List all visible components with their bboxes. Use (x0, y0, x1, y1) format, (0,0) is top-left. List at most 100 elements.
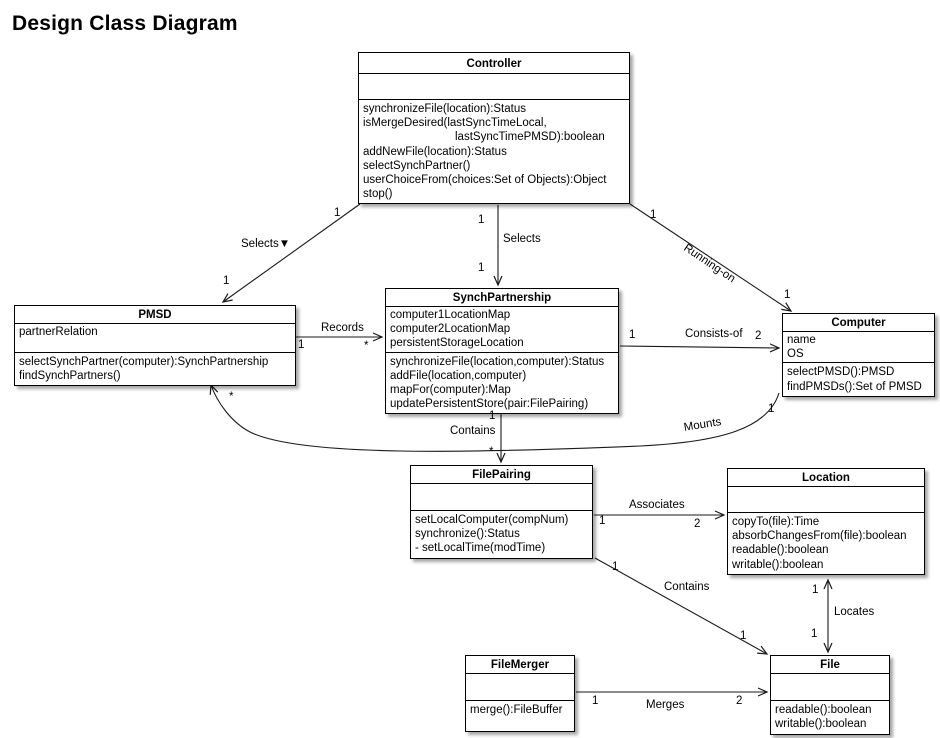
multiplicity: 1 (768, 403, 775, 415)
edge-computer-pmsd-mounts (209, 383, 780, 452)
class-methods: selectPMSD():PMSD findPMSDs():Set of PMS… (783, 363, 934, 395)
class-box-synchpartnership: SynchPartnership computer1LocationMap co… (385, 288, 619, 415)
method-line: stop() (363, 188, 393, 201)
method-line: readable():boolean (732, 544, 829, 557)
multiplicity: 2 (694, 518, 701, 530)
method-line: selectPMSD():PMSD (787, 366, 895, 379)
page-title: Design Class Diagram (12, 12, 238, 35)
class-methods: merge():FileBuffer (466, 701, 574, 719)
class-methods: copyTo(file):Time absorbChangesFrom(file… (728, 513, 924, 574)
multiplicity: * (489, 446, 494, 458)
edge-label-merges: Merges (646, 699, 685, 711)
multiplicity: 1 (740, 630, 747, 642)
class-name: File (771, 656, 889, 674)
multiplicity: 1 (612, 561, 619, 573)
attribute-line: persistentStorageLocation (390, 337, 524, 350)
method-line: writable():boolean (732, 558, 824, 571)
method-line: findSynchPartners() (19, 370, 121, 383)
class-attributes (411, 484, 592, 511)
multiplicity: * (229, 391, 234, 403)
class-box-computer: Computer name OS selectPMSD():PMSD findP… (782, 313, 935, 397)
method-line: addNewFile(location):Status (363, 145, 507, 158)
method-line: absorbChangesFrom(file):boolean (732, 530, 907, 543)
attribute-line: computer1LocationMap (390, 309, 511, 321)
method-line: addFile(location,computer) (390, 369, 527, 382)
method-line: - setLocalTime(modTime) (415, 542, 546, 555)
class-name: FilePairing (411, 466, 592, 484)
method-line: userChoiceFrom(choices:Set of Objects):O… (363, 174, 607, 187)
class-attributes (359, 74, 629, 100)
edge-label-selects: Selects (503, 233, 541, 245)
edge-label-consists-of: Consists-of (685, 328, 743, 340)
class-methods: selectSynchPartner(computer):SynchPartne… (15, 353, 295, 385)
method-line: selectSynchPartner() (363, 159, 471, 172)
multiplicity: 1 (650, 209, 657, 221)
class-box-filemerger: FileMerger merge():FileBuffer (465, 655, 575, 732)
class-name: Controller (359, 53, 629, 74)
edge-synchpartnership-computer (619, 343, 781, 353)
class-methods: synchronizeFile(location,computer):Statu… (386, 353, 618, 414)
method-line: copyTo(file):Time (732, 516, 820, 528)
attribute-line: name (787, 334, 816, 346)
method-line: synchronize():Status (415, 528, 520, 541)
method-line: synchronizeFile(location):Status (363, 103, 526, 115)
attribute-line: computer2LocationMap (390, 323, 511, 336)
class-methods: setLocalComputer(compNum) synchronize():… (411, 511, 592, 558)
attribute-line: partnerRelation (19, 326, 98, 338)
class-methods: readable():boolean writable():boolean (771, 701, 889, 733)
method-line: readable():boolean (775, 704, 872, 716)
edge-label-associates: Associates (629, 499, 685, 511)
method-line: findPMSDs():Set of PMSD (787, 380, 922, 393)
multiplicity: 1 (599, 515, 606, 527)
class-box-controller: Controller synchronizeFile(location):Sta… (358, 52, 630, 205)
class-name: PMSD (15, 306, 295, 324)
class-name: Location (728, 469, 924, 487)
edge-controller-pmsd (221, 203, 361, 303)
multiplicity: 1 (784, 289, 791, 301)
class-attributes (728, 487, 924, 513)
class-attributes: computer1LocationMap computer2LocationMa… (386, 307, 618, 353)
edge-label-locates: Locates (834, 606, 875, 618)
method-line: synchronizeFile(location,computer):Statu… (390, 355, 605, 368)
multiplicity: 1 (334, 207, 341, 219)
edge-label-contains-filepairing: Contains (450, 425, 496, 437)
method-line: isMergeDesired(lastSyncTimeLocal, (363, 117, 547, 130)
edge-filepairing-file (594, 557, 769, 655)
multiplicity: 1 (489, 410, 496, 422)
method-line: mapFor(computer):Map (390, 384, 511, 397)
class-box-pmsd: PMSD partnerRelation selectSynchPartner(… (14, 305, 296, 387)
class-attributes (771, 674, 889, 701)
class-name: Computer (783, 314, 934, 332)
class-name: SynchPartnership (386, 289, 618, 307)
method-line: selectSynchPartner(computer):SynchPartne… (19, 356, 269, 368)
edge-label-contains-file: Contains (664, 581, 710, 593)
method-line: setLocalComputer(compNum) (415, 514, 569, 526)
multiplicity: 2 (736, 695, 743, 707)
edge-label-records: Records (321, 322, 364, 334)
multiplicity: * (364, 340, 369, 352)
multiplicity: 1 (478, 262, 485, 274)
class-methods: synchronizeFile(location):Status isMerge… (359, 100, 629, 203)
method-line: updatePersistentStore(pair:FilePairing) (390, 398, 589, 411)
multiplicity: 1 (592, 695, 599, 707)
multiplicity: 1 (223, 275, 230, 287)
multiplicity: 1 (629, 329, 636, 341)
edge-controller-computer (629, 203, 793, 312)
class-attributes: name OS (783, 332, 934, 364)
multiplicity: 2 (755, 330, 762, 342)
method-line: merge():FileBuffer (470, 704, 563, 716)
multiplicity: 1 (812, 584, 819, 596)
class-box-location: Location copyTo(file):Time absorbChanges… (727, 468, 925, 575)
method-line: lastSyncTimePMSD):boolean (455, 131, 605, 144)
class-attributes (466, 674, 574, 701)
multiplicity: 1 (298, 339, 305, 351)
multiplicity: 1 (811, 628, 818, 640)
method-line: writable():boolean (775, 718, 867, 731)
class-attributes: partnerRelation (15, 324, 295, 353)
multiplicity: 1 (478, 214, 485, 226)
class-name: FileMerger (466, 656, 574, 674)
attribute-line: OS (787, 348, 804, 361)
class-box-filepairing: FilePairing setLocalComputer(compNum) sy… (410, 465, 593, 559)
class-box-file: File readable():boolean writable():boole… (770, 655, 890, 735)
